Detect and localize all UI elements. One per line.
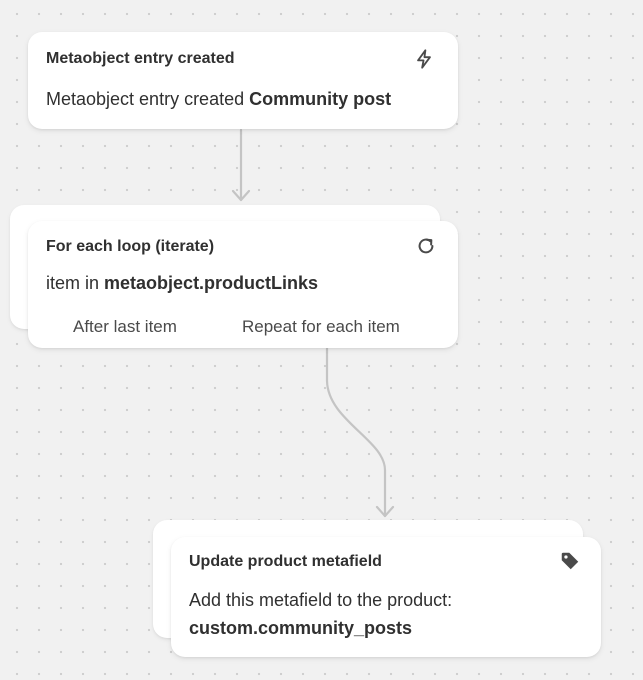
connector-loop-to-action [325,346,395,518]
loop-node-title: For each loop (iterate) [46,238,215,255]
loop-node-card[interactable]: For each loop (iterate) item in metaobje… [28,221,458,348]
action-node-metafield-key: custom.community_posts [189,618,413,638]
loop-node-description: item in metaobject.productLinks [46,269,318,297]
action-node-card[interactable]: Update product metafield Add this metafi… [171,537,601,657]
trigger-node-description-text: Metaobject entry created [46,89,245,109]
connector-trigger-to-loop [231,128,251,202]
trigger-node-description: Metaobject entry created Community post [46,85,391,113]
action-node-description: Add this metafield to the product: [189,590,453,610]
refresh-icon [418,238,434,254]
action-node-title: Update product metafield [189,553,382,570]
lightning-bolt-icon [417,49,431,69]
branch-after-last-item[interactable]: After last item [73,317,177,336]
loop-node-description-text: item in [46,273,100,293]
branch-repeat-for-each-item[interactable]: Repeat for each item [242,317,400,336]
trigger-node-card[interactable]: Metaobject entry created Metaobject entr… [28,32,458,129]
loop-node-collection: metaobject.productLinks [104,273,319,293]
trigger-node-entry-type: Community post [249,89,392,109]
tag-icon [561,552,579,570]
action-node-metafield: custom.community_posts [189,614,412,642]
trigger-node-title: Metaobject entry created [46,50,235,67]
